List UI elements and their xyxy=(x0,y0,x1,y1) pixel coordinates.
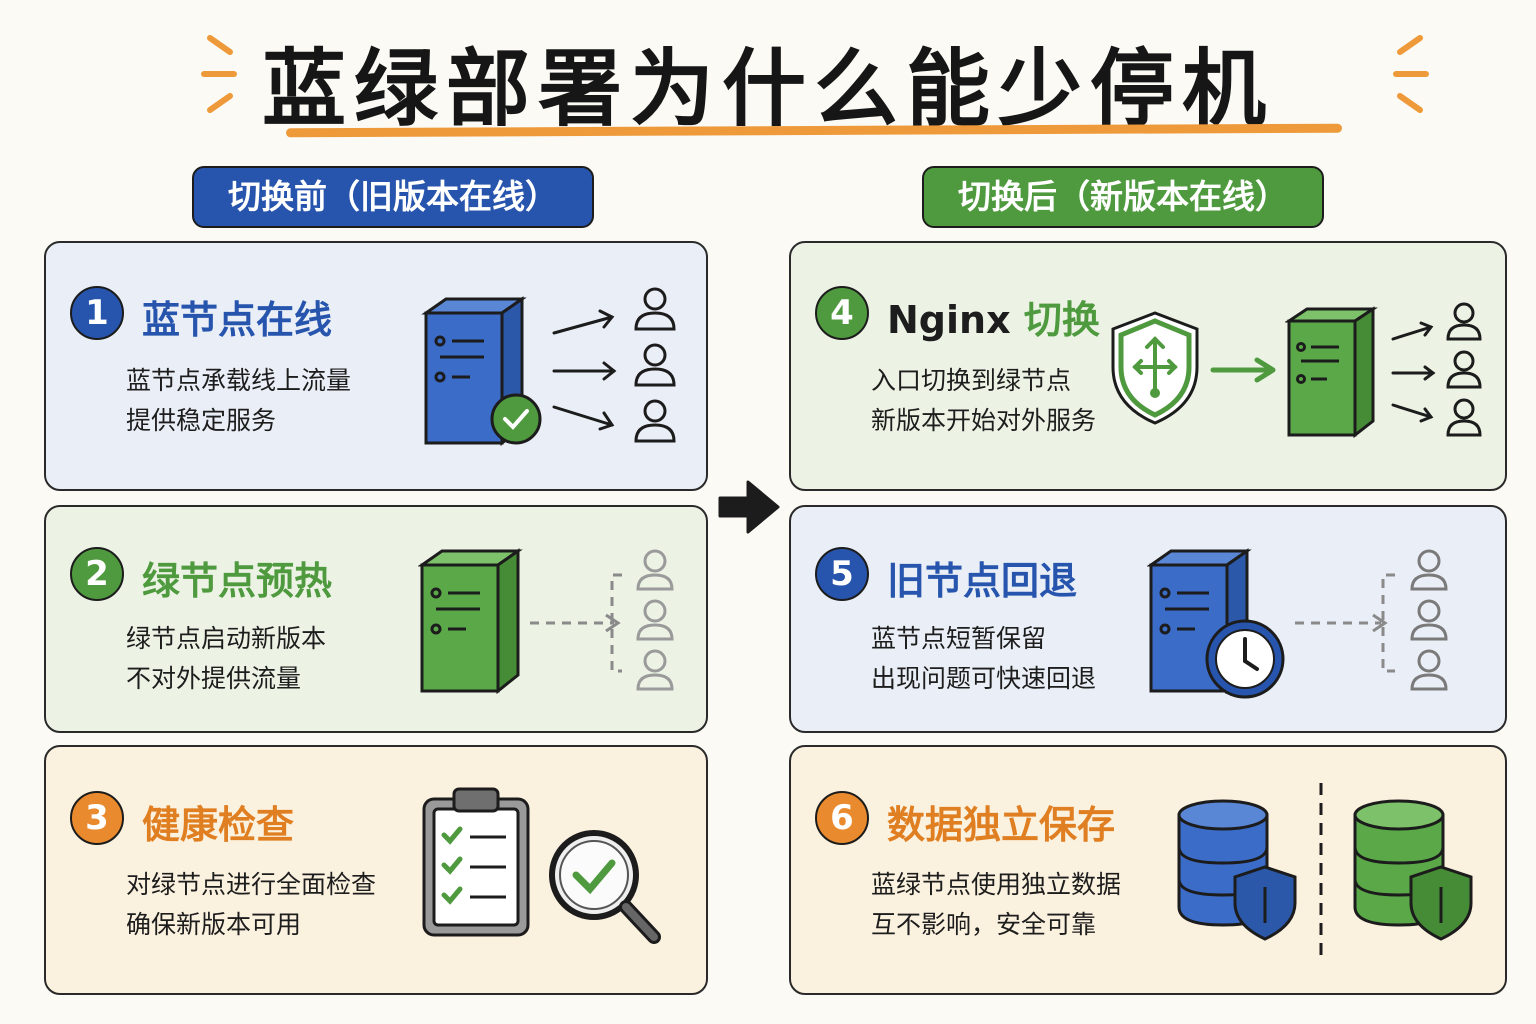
card-line: 出现问题可快速回退 xyxy=(871,664,1097,693)
card-heading-nginx: Nginx xyxy=(887,298,1011,342)
traffic-arrows-icon xyxy=(552,309,617,431)
card-green-warmup: 2 绿节点预热 绿节点启动新版本 不对外提供流量 xyxy=(44,505,708,733)
card-heading: 旧节点回退 xyxy=(887,559,1078,603)
card-heading: 蓝节点在线 xyxy=(142,298,333,342)
card-heading: 数据独立保存 xyxy=(887,803,1116,847)
step-badge: 5 xyxy=(815,547,869,601)
after-label: 切换后（新版本在线） xyxy=(922,166,1324,228)
green-database-icon xyxy=(1353,799,1473,941)
transition-arrow-icon xyxy=(718,480,780,534)
card-separate-data: 6 数据独立保存 蓝绿节点使用独立数据 互不影响，安全可靠 xyxy=(789,745,1507,995)
blue-database-icon xyxy=(1177,799,1297,941)
users-icon xyxy=(634,287,676,443)
card-line: 蓝绿节点使用独立数据 xyxy=(871,870,1122,899)
card-line: 不对外提供流量 xyxy=(126,664,302,693)
card-health-check: 3 健康检查 对绿节点进行全面检查 确保新版本可用 xyxy=(44,745,708,995)
users-inactive-icon xyxy=(636,549,674,691)
sparkle-left-icon xyxy=(201,35,237,113)
dashed-arrow-icon xyxy=(1295,573,1395,673)
card-old-rollback: 5 旧节点回退 蓝节点短暂保留 出现问题可快速回退 xyxy=(789,505,1507,733)
clipboard-icon xyxy=(422,787,530,937)
card-nginx-switch: 4 Nginx 切换 入口切换到绿节点 新版本开始对外服务 xyxy=(789,241,1507,491)
users-icon xyxy=(1446,302,1482,437)
card-line: 绿节点启动新版本 xyxy=(126,624,327,653)
card-heading-switch: 切换 xyxy=(1023,298,1100,342)
page-title: 蓝绿部署为什么能少停机 xyxy=(261,40,1274,138)
card-line: 提供稳定服务 xyxy=(126,406,277,435)
step-badge: 2 xyxy=(70,547,124,601)
green-server-icon xyxy=(418,548,523,695)
card-line: 对绿节点进行全面检查 xyxy=(126,870,377,899)
card-line: 新版本开始对外服务 xyxy=(871,406,1097,435)
traffic-arrows-icon xyxy=(1391,321,1436,423)
card-line: 蓝节点承载线上流量 xyxy=(126,366,352,395)
check-icon xyxy=(490,393,542,445)
blue-server-icon xyxy=(421,296,542,447)
step-badge: 6 xyxy=(815,791,869,845)
card-blue-online: 1 蓝节点在线 蓝节点承载线上流量 提供稳定服务 xyxy=(44,241,708,491)
step-badge: 3 xyxy=(70,791,124,845)
card-line: 入口切换到绿节点 xyxy=(871,366,1072,395)
divider-dashed xyxy=(1319,783,1323,955)
dashed-arrow-icon xyxy=(530,573,622,673)
card-line: 确保新版本可用 xyxy=(126,910,302,939)
blue-server-clock-icon xyxy=(1147,548,1285,699)
magnifier-icon xyxy=(549,830,661,944)
arrow-icon xyxy=(1210,357,1276,383)
card-line: 互不影响，安全可靠 xyxy=(871,910,1097,939)
sparkle-right-icon xyxy=(1393,35,1429,113)
card-heading: Nginx 切换 xyxy=(887,289,1100,344)
card-line: 蓝节点短暂保留 xyxy=(871,624,1047,653)
users-inactive-icon xyxy=(1410,549,1448,691)
card-heading: 健康检查 xyxy=(142,803,295,847)
step-badge: 1 xyxy=(70,286,124,340)
green-server-icon xyxy=(1285,306,1378,439)
step-badge: 4 xyxy=(815,286,869,340)
shield-routing-icon xyxy=(1111,311,1199,425)
before-label: 切换前（旧版本在线） xyxy=(192,166,594,228)
card-heading: 绿节点预热 xyxy=(142,559,333,603)
